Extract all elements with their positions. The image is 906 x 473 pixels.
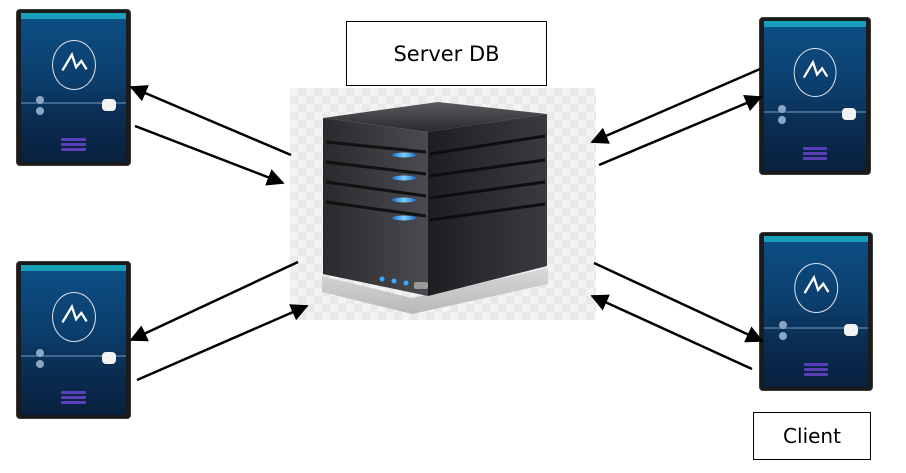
tablet-side-buttons	[778, 105, 787, 127]
status-bar	[764, 21, 866, 27]
status-bar	[21, 13, 126, 19]
app-logo-icon	[51, 292, 96, 343]
tablet-toggle-icon	[101, 99, 116, 112]
client-tablet-bottom-right	[760, 233, 872, 390]
client-tablet-top-right	[760, 18, 870, 174]
arrow-server-to-bottom-right	[593, 261, 764, 343]
tablet-side-buttons	[778, 320, 787, 343]
horizon-line	[21, 355, 126, 357]
status-bar	[21, 265, 126, 271]
tablet-side-buttons	[35, 96, 44, 118]
server-image	[290, 88, 596, 320]
tablet-menu-buttons	[21, 391, 126, 404]
tablet-toggle-icon	[843, 323, 858, 336]
tablet-side-buttons	[35, 349, 44, 371]
arrow-server-to-top-left	[129, 85, 292, 157]
tablet-toggle-icon	[101, 352, 116, 364]
arrow-server-to-bottom-left	[129, 260, 299, 342]
tablet-menu-buttons	[764, 362, 868, 376]
server-db-label: Server DB	[346, 21, 547, 86]
horizon-line	[764, 326, 868, 329]
server-db-label-text: Server DB	[393, 41, 500, 66]
tablet-menu-buttons	[764, 147, 866, 160]
arrow-bottom-left-to-server	[136, 304, 309, 382]
tablet-screen	[21, 265, 126, 415]
tablet-menu-buttons	[21, 138, 126, 152]
horizon-line	[21, 102, 126, 105]
client-label-text: Client	[783, 424, 841, 448]
tablet-toggle-icon	[841, 108, 856, 120]
app-logo-icon	[793, 48, 837, 97]
app-logo-icon	[794, 263, 838, 313]
tablet-screen	[21, 13, 126, 162]
tablet-screen	[764, 236, 868, 387]
client-tablet-top-left	[17, 10, 130, 165]
arrow-bottom-right-to-server	[590, 294, 753, 371]
horizon-line	[764, 111, 866, 113]
app-logo-icon	[51, 39, 96, 90]
client-label: Client	[753, 412, 871, 460]
arrow-top-right-to-server	[590, 67, 761, 144]
arrow-top-left-to-server	[134, 124, 285, 186]
tablet-screen	[764, 21, 866, 171]
arrow-server-to-top-right	[598, 95, 763, 167]
server-icon	[322, 102, 548, 314]
status-bar	[764, 236, 868, 242]
client-tablet-bottom-left	[17, 262, 130, 418]
